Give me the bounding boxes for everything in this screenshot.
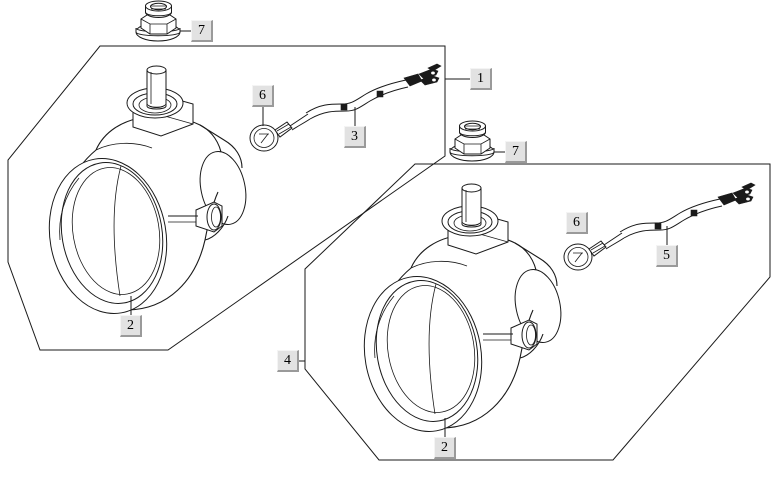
- bulb-socket-left: [249, 113, 311, 152]
- callout-7b[interactable]: 7: [505, 141, 527, 163]
- callout-3[interactable]: 3: [344, 126, 366, 148]
- wire-harness-left: [305, 63, 442, 120]
- callout-4[interactable]: 4: [277, 350, 299, 372]
- assembly-right-boundary: [304, 163, 771, 461]
- fog-lamp-right: [363, 183, 562, 432]
- callout-5[interactable]: 5: [656, 245, 678, 267]
- adjuster-screw-left: [168, 201, 223, 233]
- callout-6b[interactable]: 6: [566, 212, 588, 234]
- leader-lines: [130, 30, 668, 437]
- assembly-left-boundary: [7, 45, 446, 351]
- mounting-stud-right: [441, 183, 509, 255]
- fog-lamp-left: [48, 65, 247, 314]
- mounting-stud-left: [126, 65, 194, 137]
- flange-nut-right: [449, 120, 495, 162]
- callout-2a[interactable]: 2: [120, 315, 142, 337]
- callout-6a[interactable]: 6: [252, 85, 274, 107]
- bulb-socket-right: [563, 232, 625, 271]
- callout-1[interactable]: 1: [470, 68, 492, 90]
- wire-harness-right: [619, 182, 756, 239]
- callout-7a[interactable]: 7: [191, 20, 213, 42]
- callout-2b[interactable]: 2: [434, 437, 456, 459]
- flange-nut-left: [135, 0, 181, 42]
- adjuster-screw-right: [483, 319, 538, 351]
